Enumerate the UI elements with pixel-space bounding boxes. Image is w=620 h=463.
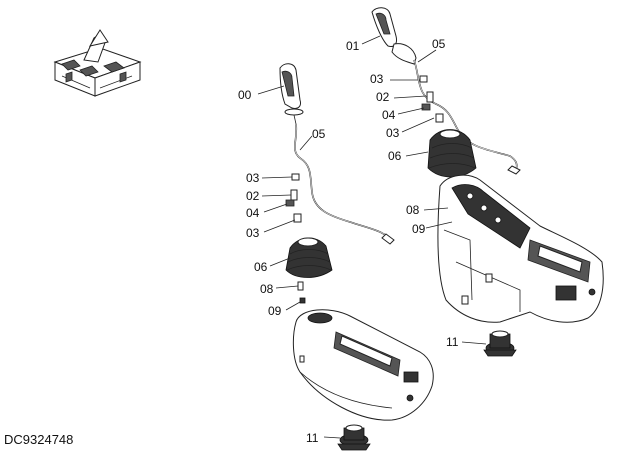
callout-04-left: 04 (246, 206, 260, 220)
console-right (437, 174, 604, 323)
callout-03-right-bottom: 03 (386, 126, 400, 140)
callout-03-right-top: 03 (370, 72, 384, 86)
callout-09-left: 09 (268, 304, 282, 318)
callout-03-left-top: 03 (246, 171, 260, 185)
document-code: DC9324748 (4, 432, 74, 447)
callout-08-right: 08 (406, 203, 420, 217)
callout-01: 01 (346, 39, 360, 53)
joystick-right (371, 7, 417, 65)
boot-left (285, 237, 333, 278)
callout-11-left: 11 (306, 431, 319, 445)
callout-02-right: 02 (376, 90, 390, 104)
boot-right (427, 129, 477, 178)
mount-right (483, 330, 517, 357)
callout-00: 00 (238, 88, 252, 102)
machine-orientation-icon (53, 29, 142, 97)
callout-02-left: 02 (246, 189, 260, 203)
mount-left (337, 424, 371, 451)
fasteners-left (285, 173, 306, 304)
callout-11-right: 11 (446, 335, 459, 349)
callout-05-left: 05 (312, 127, 326, 141)
callout-04-right: 04 (382, 108, 396, 122)
callout-05-right: 05 (432, 37, 446, 51)
leader-lines (257, 35, 487, 439)
callout-06-left: 06 (254, 260, 268, 274)
joystick-left (279, 63, 304, 125)
callout-09-right: 09 (412, 222, 426, 236)
console-left (292, 309, 434, 421)
callout-08-left: 08 (260, 282, 274, 296)
callout-03-left-bottom: 03 (246, 226, 260, 240)
callout-06-right: 06 (388, 149, 402, 163)
